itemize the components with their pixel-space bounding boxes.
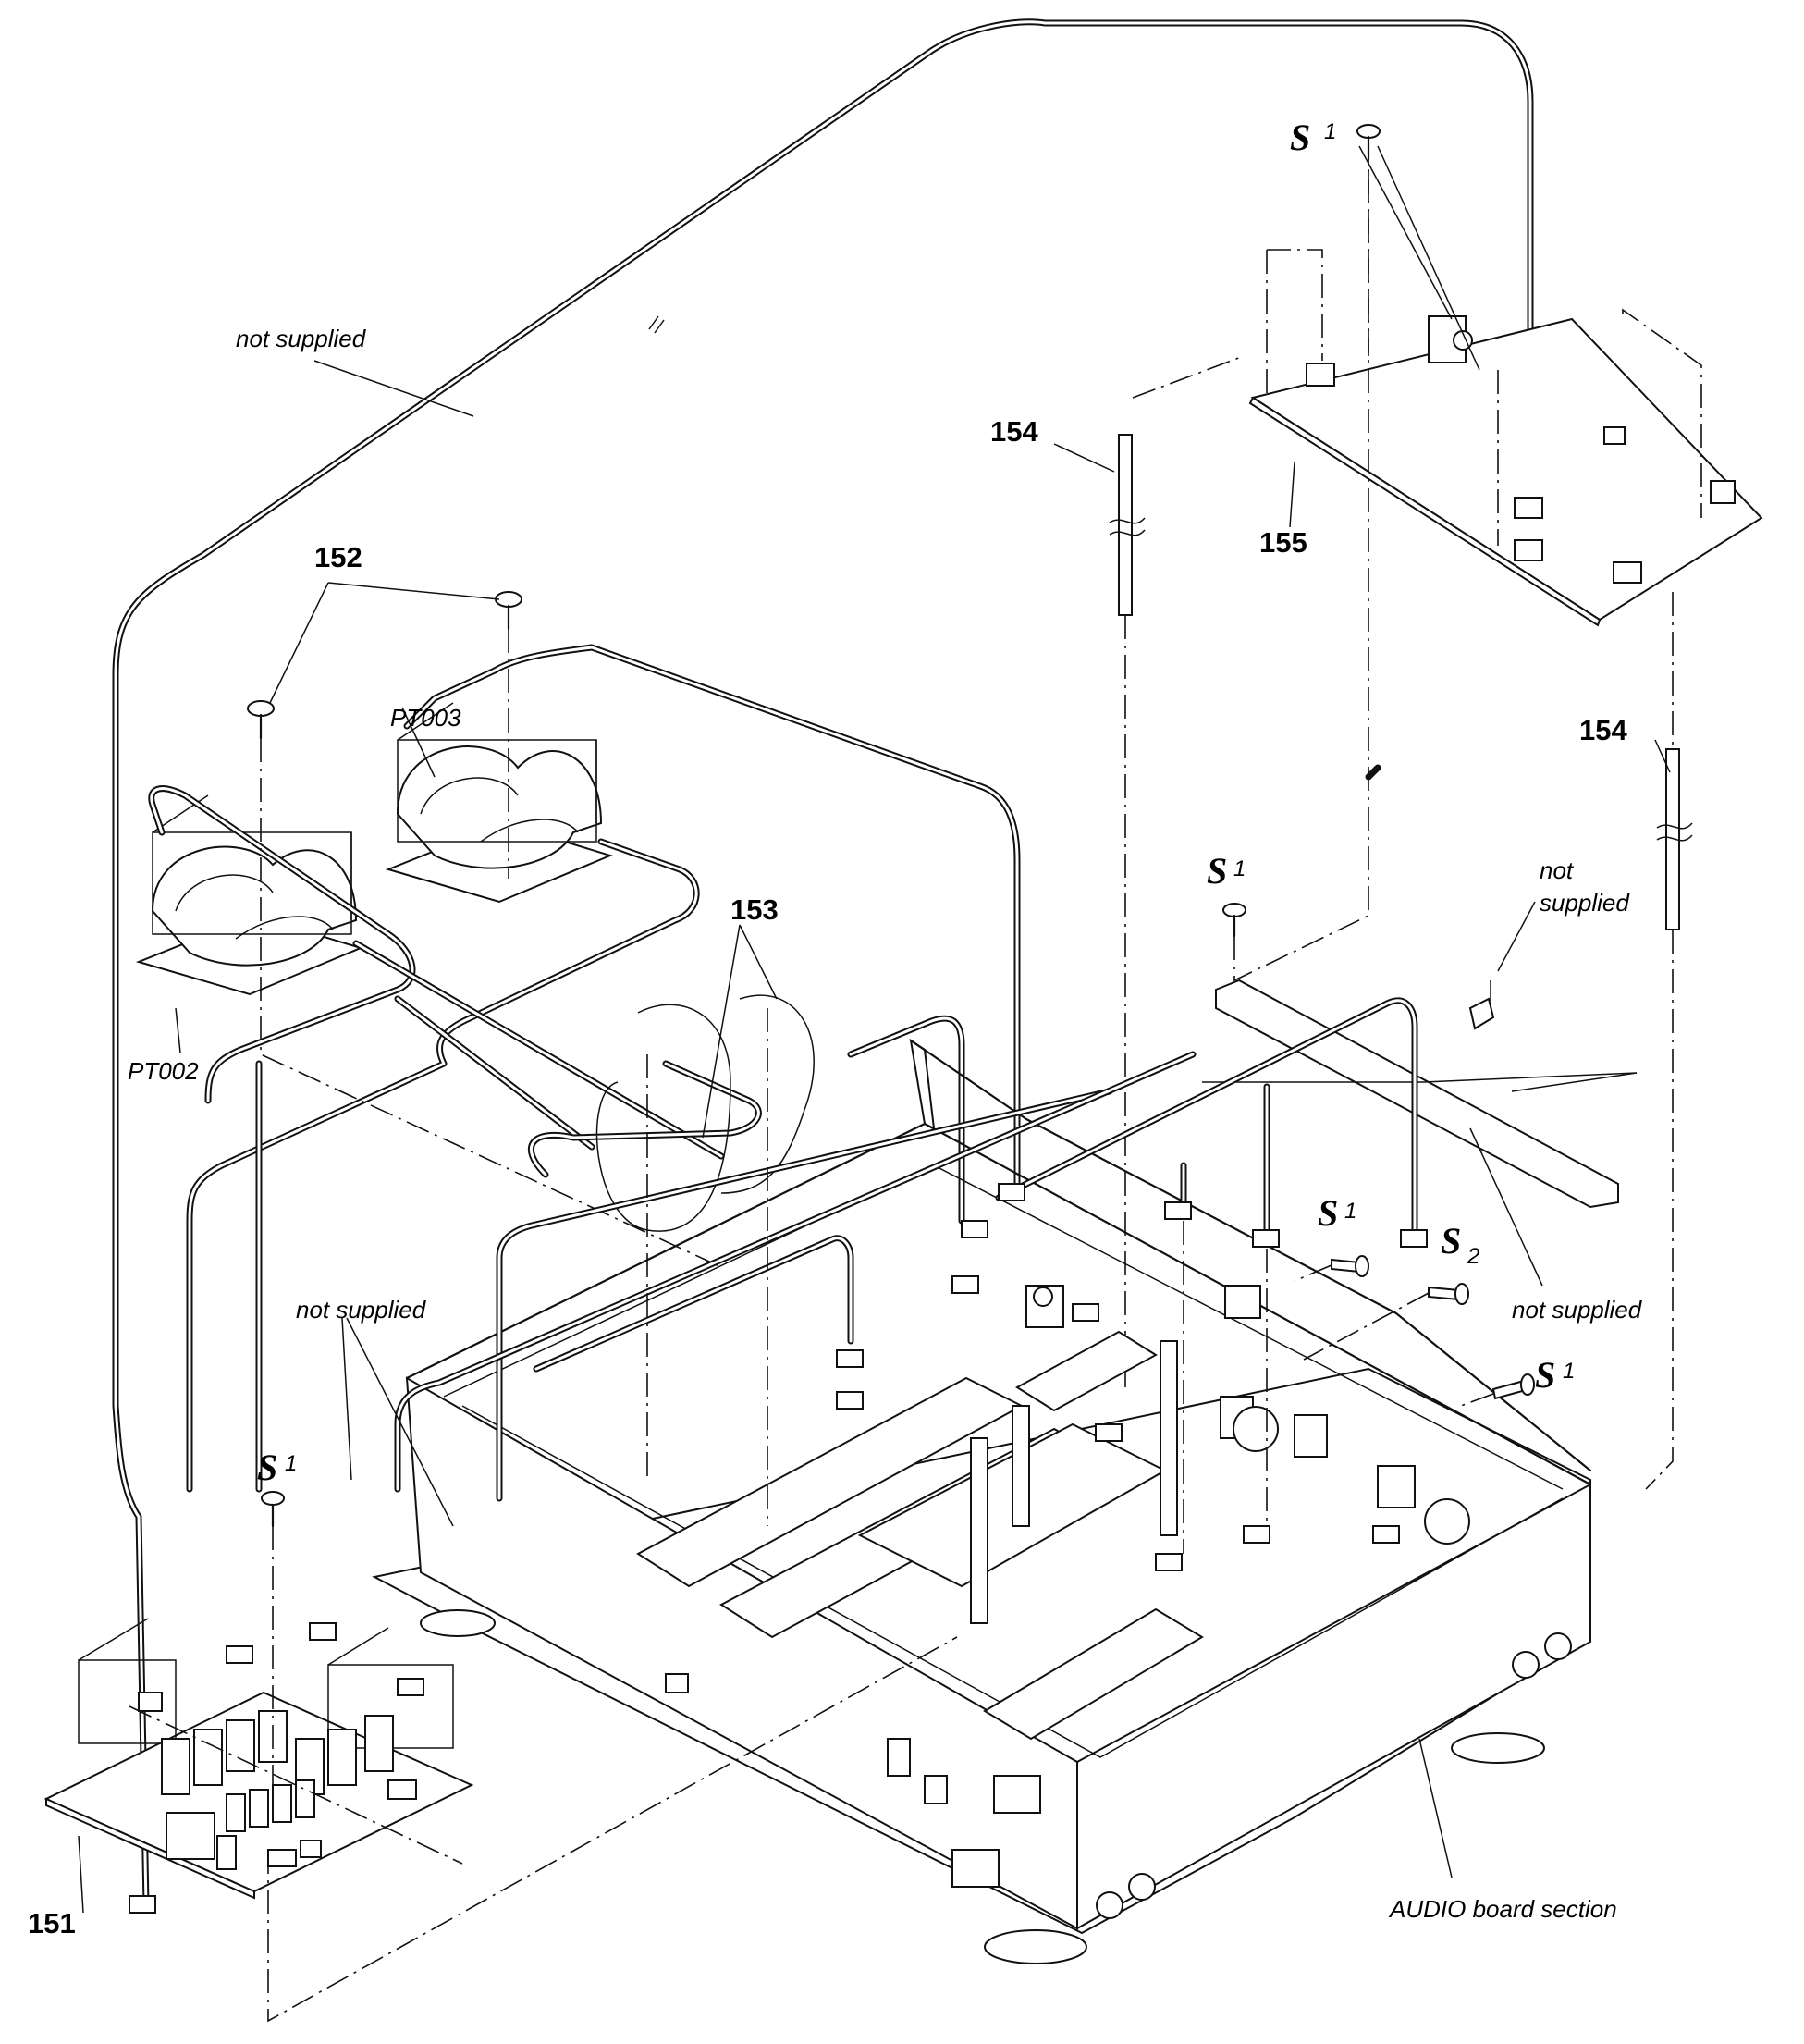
screw-letter: S [1290, 117, 1310, 158]
note-not-supplied-left: not supplied [296, 1296, 427, 1324]
screw-letter: S [257, 1447, 277, 1488]
transformer-pt002 [135, 794, 363, 996]
note-not-supplied-bottom-right: not supplied [1512, 1296, 1643, 1324]
screw-label-s1-right-b: S 1 [1535, 1354, 1575, 1396]
screw-index: 1 [1563, 1359, 1575, 1384]
note-not-supplied-right-line1: not [1540, 856, 1575, 884]
transformer-pt003 [385, 702, 613, 904]
screw-label-s2: S 2 [1441, 1220, 1479, 1269]
screw-letter: S [1318, 1192, 1338, 1234]
part-label-pt002: PT002 [128, 1057, 199, 1085]
leader-lines [78, 462, 1543, 1914]
screw-index: 1 [1324, 119, 1336, 144]
part-label-pt003: PT003 [390, 704, 461, 732]
screw-index: 1 [1344, 1199, 1356, 1224]
note-audio-board-section: AUDIO board section [1388, 1895, 1617, 1923]
board-155 [1248, 139, 1763, 627]
screw-152-b [247, 700, 722, 1268]
screw-s1-right-a [1294, 1255, 1369, 1282]
screw-letter: S [1207, 850, 1227, 892]
ffc-154-right [1645, 592, 1693, 1490]
capacitor-bank [129, 1622, 424, 1914]
note-not-supplied-right-line2: supplied [1540, 889, 1630, 917]
screw-index: 1 [285, 1451, 297, 1476]
screw-index: 2 [1467, 1244, 1479, 1269]
screw-label-s1-right-a: S 1 [1318, 1192, 1356, 1234]
screw-152-a [495, 591, 522, 879]
ffc-154-top [1053, 355, 1245, 1387]
note-not-supplied-top: not supplied [236, 325, 367, 352]
callout-154-top: 154 [990, 415, 1038, 448]
board-151 [43, 1618, 958, 2023]
internal-wiring [394, 764, 1428, 1571]
callout-152: 152 [314, 541, 362, 573]
screw-index: 1 [1233, 856, 1246, 881]
leader-152 [269, 582, 500, 704]
callout-151: 151 [28, 1907, 76, 1939]
screw-s1-left [261, 1491, 285, 1794]
screw-s1-right-b [1460, 1373, 1535, 1407]
screw-label-s1-left: S 1 [257, 1447, 297, 1488]
long-cable [112, 18, 1534, 1909]
callout-154-right: 154 [1579, 714, 1627, 746]
screw-label-s1-mid: S 1 [1207, 850, 1246, 892]
screw-letter: S [1441, 1220, 1461, 1262]
screw-s1-mid [1222, 139, 1369, 982]
screw-letter: S [1535, 1354, 1555, 1396]
screw-label-s1-top: S 1 [1290, 117, 1336, 158]
callout-153: 153 [730, 893, 779, 926]
callout-155: 155 [1259, 526, 1307, 559]
transformer-wiring [148, 644, 1021, 1493]
screw-s2 [1303, 1283, 1469, 1361]
